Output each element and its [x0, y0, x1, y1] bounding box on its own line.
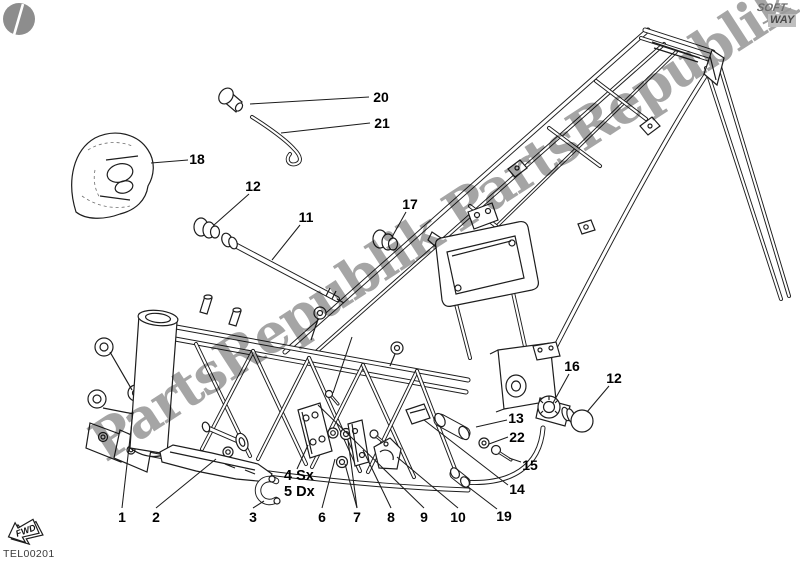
fwd-arrow: FWD — [7, 518, 44, 546]
part-22-washer — [478, 437, 490, 449]
leader-lines — [121, 96, 610, 510]
side-note-line2: 5 Dx — [284, 484, 315, 500]
leader-line — [391, 211, 407, 238]
part-45-side-plate — [297, 402, 333, 459]
leader-line — [252, 500, 265, 509]
leader-line — [362, 449, 392, 509]
leader-line — [121, 411, 134, 509]
part-12-plug-right — [561, 406, 594, 433]
side-note: 4 Sx 5 Dx — [284, 468, 315, 500]
part-20-cap — [218, 87, 244, 113]
leader-line — [321, 458, 336, 509]
part-17-bushing — [372, 229, 399, 251]
leader-line — [466, 485, 498, 510]
leader-line — [396, 456, 459, 509]
part-21-hook-rod — [250, 115, 302, 167]
leader-line — [296, 444, 309, 470]
leader-line — [347, 439, 358, 509]
side-note-line1: 4 Sx — [284, 468, 314, 484]
part-11-bolt — [221, 232, 345, 304]
leader-line — [280, 122, 371, 134]
leader-line — [213, 193, 250, 226]
drawing-code: TEL00201 — [3, 548, 55, 560]
part-12-bushing-left — [193, 217, 221, 239]
part-13-spacer — [433, 412, 471, 441]
brand-circle-logo — [3, 3, 35, 36]
leader-line — [475, 419, 508, 428]
part-8-plate — [347, 419, 370, 467]
frame-drawing — [85, 27, 791, 493]
part-fasteners-6-7-9 — [324, 336, 384, 469]
part-2-bracket — [159, 421, 273, 483]
softway-line2: WAY — [768, 14, 797, 27]
softway-logo: SOFT WAY — [754, 2, 798, 30]
part-14-pad — [405, 403, 431, 425]
softway-line1: SOFT — [755, 2, 788, 14]
battery-tray — [427, 202, 539, 307]
leader-line — [586, 385, 610, 413]
leader-line — [155, 458, 217, 509]
leader-line — [317, 404, 425, 509]
leader-line — [552, 373, 570, 404]
leader-line — [488, 436, 509, 445]
leader-line — [508, 457, 522, 463]
part-16-nut — [537, 395, 561, 419]
leader-line — [271, 224, 301, 261]
part-3-clamp — [254, 475, 281, 506]
leader-line — [344, 463, 358, 509]
part-19-spacer — [449, 467, 471, 488]
brand-slash — [12, 3, 25, 36]
part-15-screw — [490, 444, 513, 462]
leader-line — [423, 419, 509, 486]
part-18-guard — [71, 132, 154, 219]
leader-line — [249, 96, 370, 105]
leader-line — [150, 159, 189, 164]
